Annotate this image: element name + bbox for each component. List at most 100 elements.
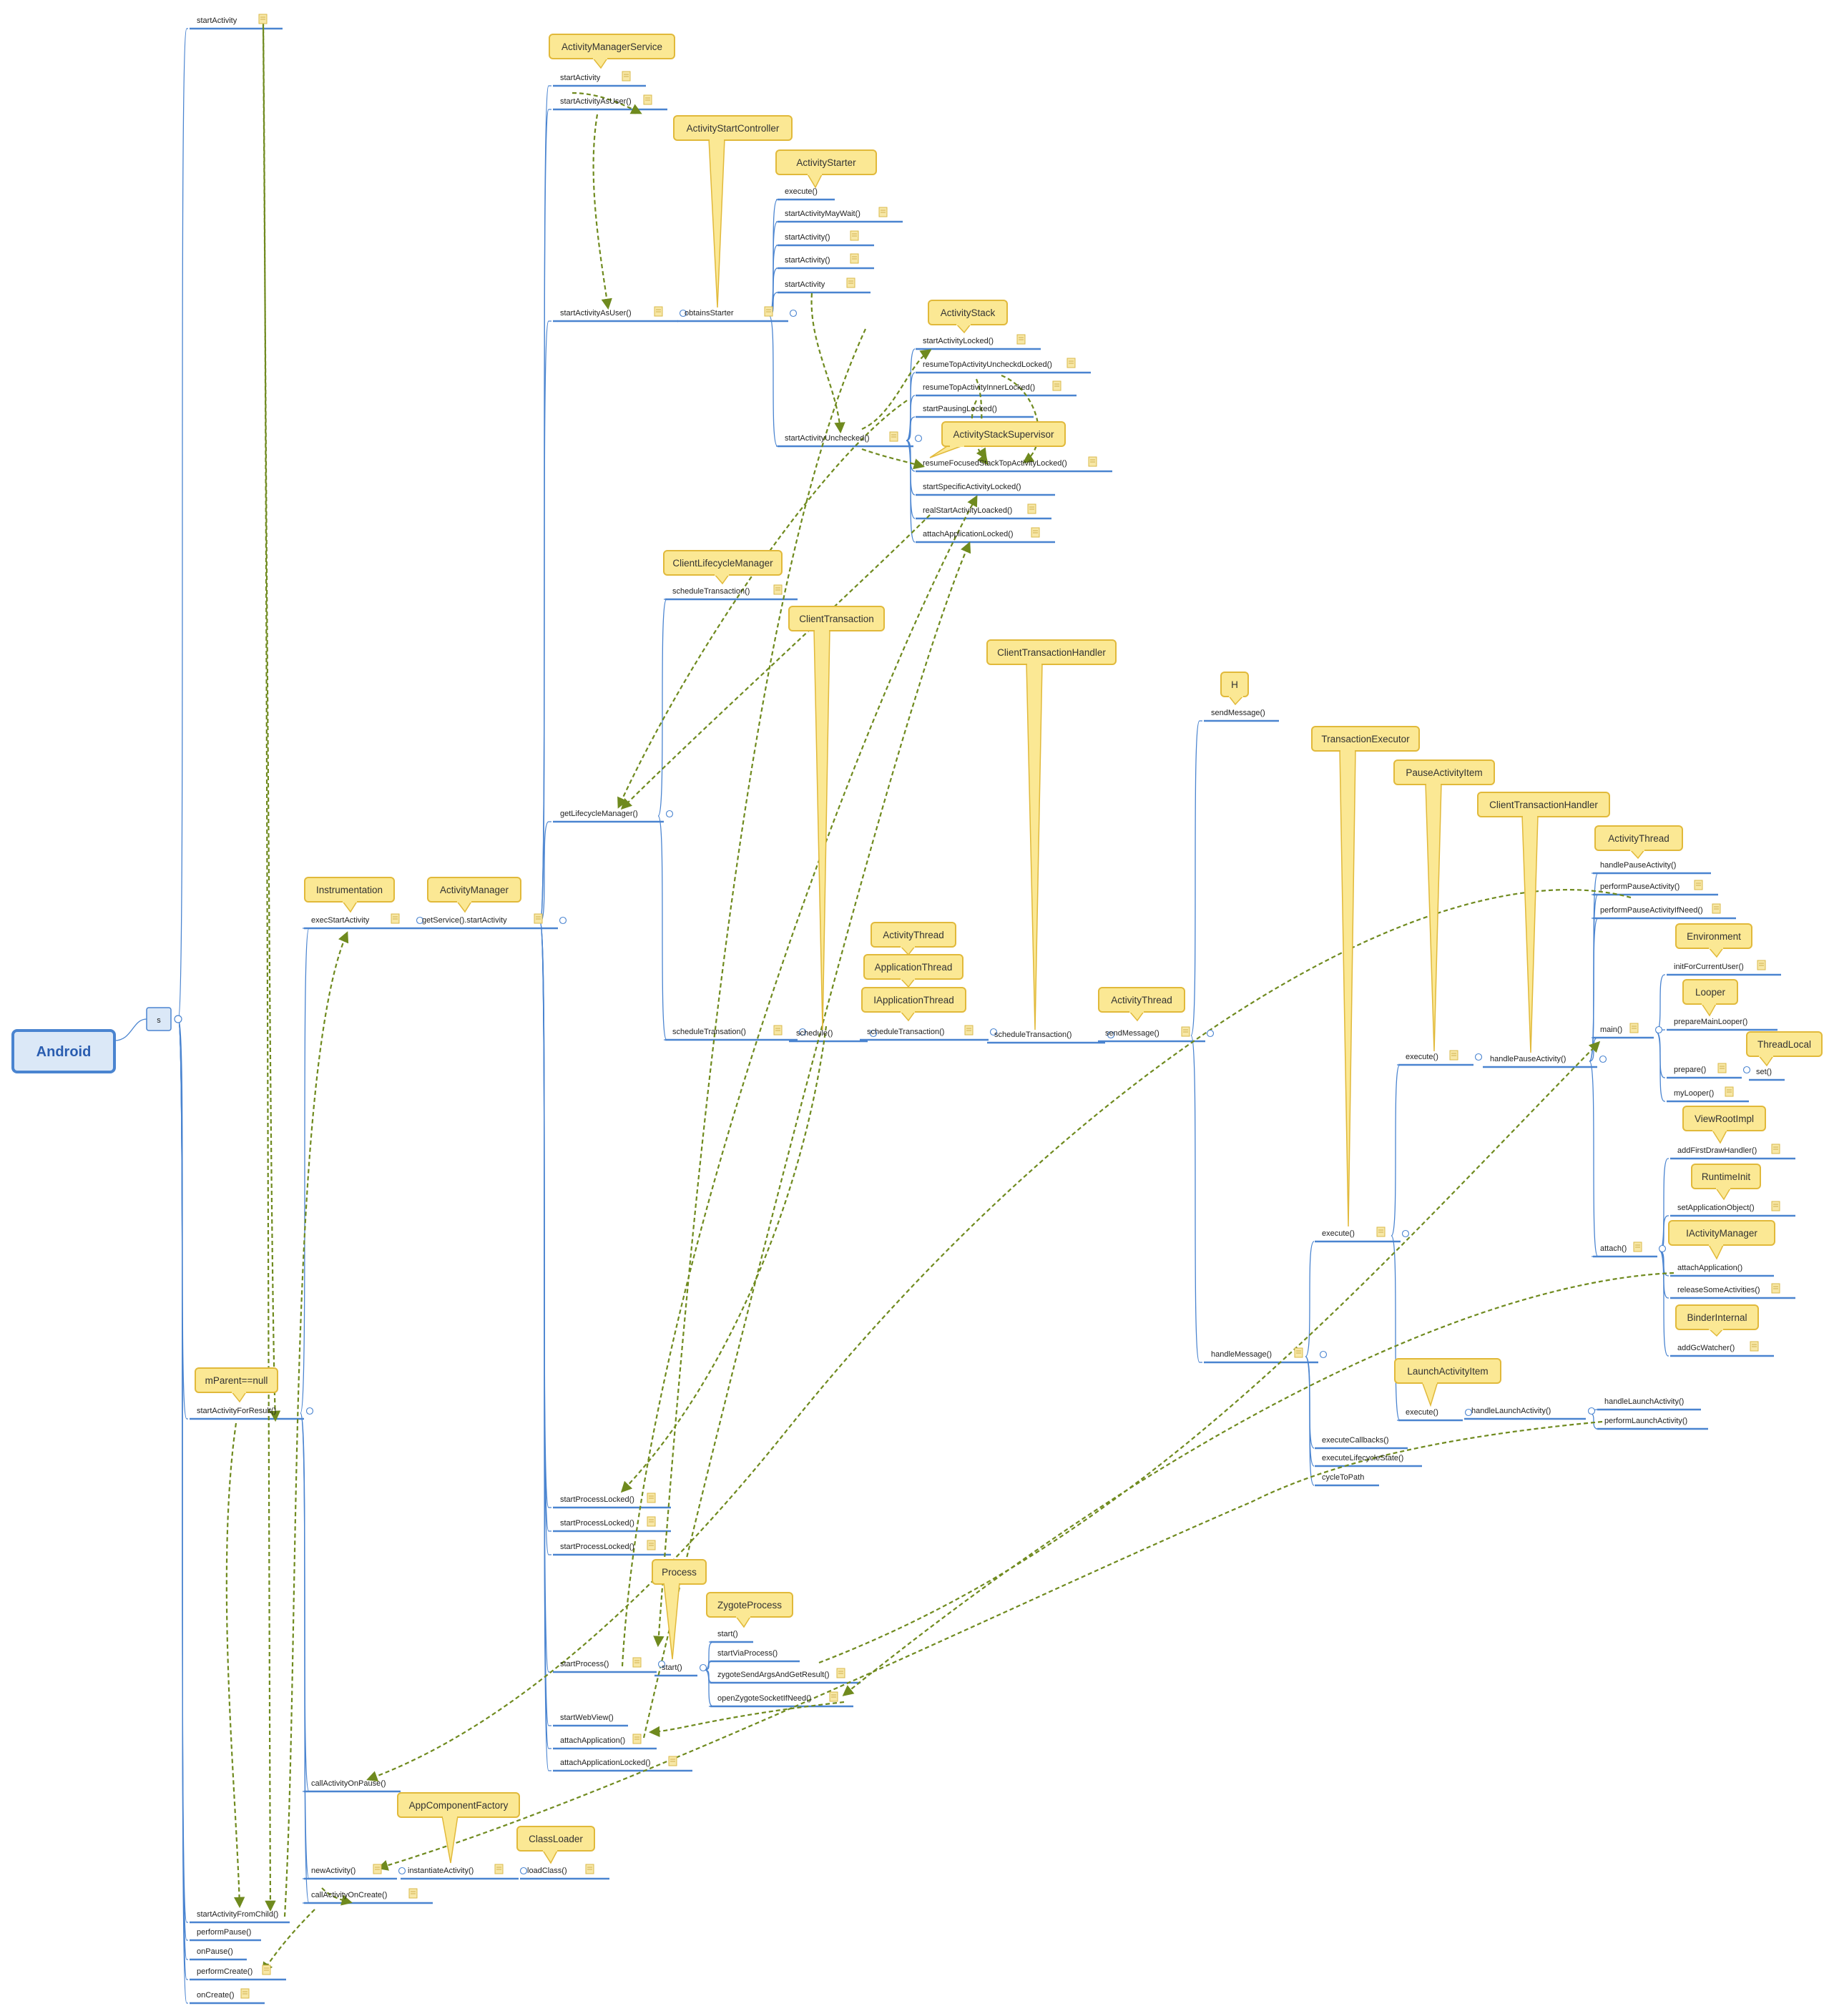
method-node[interactable]: scheduleTransation() <box>672 1025 807 1036</box>
note-icon[interactable] <box>829 1691 838 1702</box>
class-callout[interactable]: ActivityManager <box>427 877 521 913</box>
collapse-icon[interactable] <box>1474 1053 1483 1061</box>
class-callout[interactable]: PauseActivityItem <box>1393 759 1495 1052</box>
class-callout[interactable]: ClientLifecycleManager <box>663 550 783 585</box>
note-icon[interactable] <box>373 1864 382 1874</box>
class-callout[interactable]: ActivityManagerService <box>549 34 675 69</box>
note-icon[interactable] <box>1376 1226 1386 1237</box>
class-callout[interactable]: Process <box>652 1559 707 1660</box>
method-node[interactable]: executeLifecycleState() <box>1322 1454 1403 1462</box>
method-node[interactable]: zygoteSendArgsAndGetResult() <box>717 1668 845 1679</box>
method-node[interactable]: openZygoteSocketIfNeed() <box>717 1691 838 1703</box>
note-icon[interactable] <box>836 1668 845 1678</box>
method-node[interactable]: attachApplicationLocked() <box>923 527 1040 539</box>
collapse-icon[interactable] <box>679 309 687 318</box>
method-node[interactable]: resumeTopActivityInnerLocked() <box>923 380 1061 392</box>
class-callout[interactable]: BinderInternal <box>1675 1304 1759 1337</box>
root-node[interactable]: Android <box>11 1029 116 1073</box>
note-icon[interactable] <box>391 913 400 924</box>
collapse-icon[interactable] <box>1654 1026 1663 1034</box>
method-node[interactable]: startProcessLocked() <box>560 1516 656 1528</box>
method-node[interactable]: startViaProcess() <box>717 1649 778 1658</box>
note-icon[interactable] <box>1725 1086 1734 1097</box>
collapse-icon[interactable] <box>914 434 923 443</box>
class-callout[interactable]: AppComponentFactory <box>397 1792 520 1864</box>
collapse-icon[interactable] <box>1587 1407 1596 1415</box>
note-icon[interactable] <box>643 94 652 105</box>
note-icon[interactable] <box>1694 880 1703 890</box>
class-callout[interactable]: ViewRootImpl <box>1682 1106 1766 1144</box>
class-callout[interactable]: ActivityThread <box>1594 825 1683 860</box>
collapse-icon[interactable] <box>1107 1031 1115 1039</box>
method-node[interactable]: execStartActivity <box>311 913 424 925</box>
note-icon[interactable] <box>1717 1063 1727 1073</box>
class-callout[interactable]: ActivityThread <box>871 922 956 956</box>
method-node[interactable]: attachApplication() <box>560 1734 642 1745</box>
method-node[interactable]: startActivity() <box>785 253 859 265</box>
note-icon[interactable] <box>585 1864 594 1874</box>
class-callout[interactable]: ThreadLocal <box>1746 1031 1823 1067</box>
method-node[interactable]: attachApplication() <box>1677 1264 1742 1272</box>
collapse-icon[interactable] <box>1319 1350 1328 1359</box>
class-callout[interactable]: ClassLoader <box>516 1826 595 1864</box>
class-callout[interactable]: Looper <box>1682 979 1738 1017</box>
method-node[interactable]: sendMessage() <box>1211 709 1265 717</box>
method-node[interactable]: onCreate() <box>197 1988 250 2000</box>
collapse-icon[interactable] <box>305 1407 314 1415</box>
method-node[interactable]: instantiateActivity() <box>408 1864 528 1875</box>
method-node[interactable]: start() <box>717 1630 738 1638</box>
class-callout[interactable]: Instrumentation <box>304 877 395 913</box>
note-icon[interactable] <box>1629 1023 1639 1033</box>
note-icon[interactable] <box>632 1734 642 1744</box>
class-callout[interactable]: LaunchActivityItem <box>1394 1358 1501 1407</box>
collapse-icon[interactable] <box>416 916 424 925</box>
class-callout[interactable]: Environment <box>1675 923 1752 958</box>
method-node[interactable]: cycleToPath <box>1322 1473 1364 1482</box>
method-node[interactable]: startSpecificActivityLocked() <box>923 483 1021 491</box>
method-node[interactable]: sendMessage() <box>1105 1026 1215 1038</box>
collapse-icon[interactable] <box>1658 1244 1667 1253</box>
method-node[interactable]: startActivityFromChild() <box>197 1910 278 1919</box>
method-node[interactable]: performPauseActivity() <box>1600 880 1703 891</box>
note-icon[interactable] <box>1771 1201 1780 1211</box>
method-node[interactable]: releaseSomeActivities() <box>1677 1283 1780 1294</box>
method-node[interactable]: handleMessage() <box>1211 1347 1328 1359</box>
method-node[interactable]: realStartActivityLoacked() <box>923 503 1036 515</box>
method-node[interactable]: schedule() <box>796 1029 878 1038</box>
method-node[interactable]: scheduleTransaction() <box>867 1025 998 1036</box>
method-node[interactable]: attachApplicationLocked() <box>560 1756 677 1767</box>
method-node[interactable]: startActivityForResult() <box>197 1407 314 1415</box>
note-icon[interactable] <box>964 1025 974 1036</box>
class-callout[interactable]: H <box>1220 672 1249 706</box>
method-node[interactable]: executeCallbacks() <box>1322 1436 1389 1445</box>
collapse-icon[interactable] <box>869 1029 878 1038</box>
method-node[interactable]: setApplicationObject() <box>1677 1201 1780 1212</box>
note-icon[interactable] <box>764 306 773 317</box>
class-callout[interactable]: ActivityStackSupervisor <box>929 421 1066 458</box>
class-callout[interactable]: ZygoteProcess <box>706 1592 793 1628</box>
method-node[interactable]: onPause() <box>197 1947 233 1956</box>
method-node[interactable]: execute() <box>1406 1408 1473 1417</box>
method-node[interactable]: obtainsStarter <box>685 306 798 318</box>
note-icon[interactable] <box>773 1025 783 1036</box>
method-node[interactable]: performPauseActivityIfNeed() <box>1600 903 1721 915</box>
note-icon[interactable] <box>647 1516 656 1527</box>
collapse-icon[interactable] <box>699 1663 707 1672</box>
collapse-icon[interactable] <box>1742 1066 1751 1074</box>
note-icon[interactable] <box>1027 503 1036 514</box>
note-icon[interactable] <box>1016 334 1026 345</box>
method-node[interactable]: performCreate() <box>197 1965 271 1976</box>
note-icon[interactable] <box>494 1864 504 1874</box>
note-icon[interactable] <box>258 14 268 24</box>
note-icon[interactable] <box>850 230 859 241</box>
collapse-icon[interactable] <box>398 1867 406 1875</box>
collapse-icon[interactable] <box>559 916 567 925</box>
method-node[interactable]: handleLaunchActivity() <box>1471 1407 1596 1415</box>
method-node[interactable]: callActivityOnCreate() <box>311 1888 418 1899</box>
class-callout[interactable]: TransactionExecutor <box>1311 726 1420 1227</box>
class-callout[interactable]: ClientTransactionHandler <box>986 639 1117 1031</box>
method-node[interactable]: main() <box>1600 1023 1663 1034</box>
note-icon[interactable] <box>1712 903 1721 914</box>
method-node[interactable]: execute() <box>1406 1050 1483 1061</box>
class-callout[interactable]: ActivityStack <box>928 300 1008 334</box>
